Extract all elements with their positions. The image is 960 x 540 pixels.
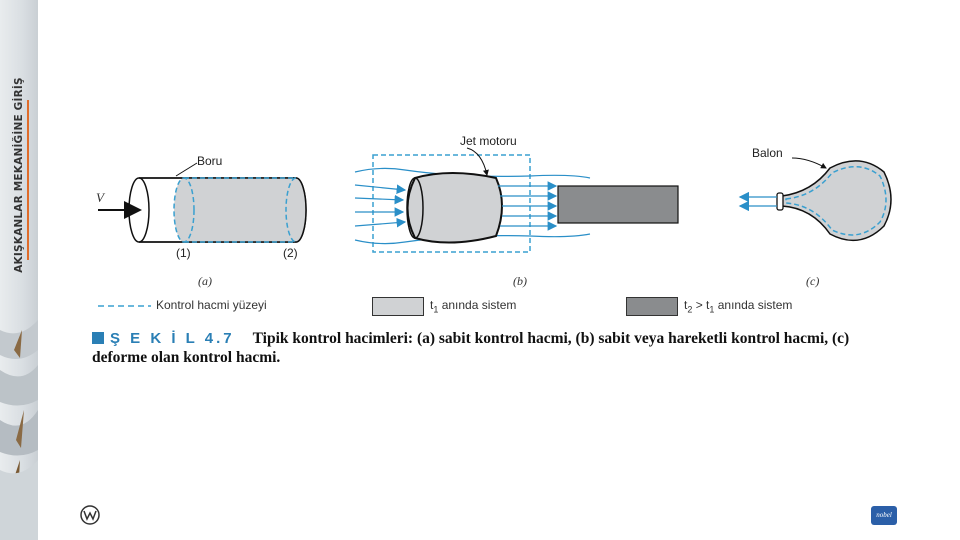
pipe-leader-line (175, 162, 198, 177)
sub-label-b: (b) (513, 274, 527, 288)
legend-system-t1-text: t1 anında sistem (430, 298, 516, 314)
balloon-diagram (738, 157, 892, 242)
sub-label-c: (c) (806, 274, 820, 288)
wiley-logo-icon (80, 505, 100, 525)
legend-t2-mid: > t (692, 298, 710, 312)
legend-t1-t: t (430, 298, 434, 312)
control-surface-section-2 (285, 177, 297, 243)
velocity-label: V (96, 190, 104, 205)
section-1-label: (1) (176, 246, 191, 260)
legend-t1-rest: anında sistem (438, 298, 517, 312)
system-t1-region (174, 178, 306, 242)
sidebar-decoration-icon (0, 320, 38, 540)
balloon-control-surface (785, 166, 887, 236)
jet-engine-diagram (354, 147, 679, 253)
legend-system-t2-text: t2 > t1 anında sistem (684, 298, 792, 314)
legend-system-t2-swatch (626, 297, 678, 316)
caption-line-2: deforme olan kontrol hacmi. (92, 349, 281, 366)
legend-system-t1-swatch (372, 297, 424, 316)
legend-control-surface-text: Kontrol hacmi yüzeyi (156, 298, 267, 312)
legend-t2-rest: anında sistem (714, 298, 793, 312)
control-volume-box (372, 154, 531, 253)
legend-t2-t: t (684, 298, 688, 312)
balloon-leader-line (791, 157, 827, 169)
balloon-body (781, 160, 892, 242)
figure-caption: Ş E K İ L 4.7 Tipik kontrol hacimleri: (a… (92, 329, 922, 367)
pipe-label: Boru (197, 154, 223, 168)
system-t2-region (557, 185, 679, 224)
balloon-label: Balon (752, 146, 783, 160)
engine-body (406, 172, 503, 244)
jet-engine-label: Jet motoru (460, 134, 517, 148)
balloon-neck (776, 192, 784, 211)
pipe-diagram (98, 162, 307, 243)
caption-square-icon (92, 332, 104, 344)
engine-inlet (406, 177, 424, 239)
section-2-label: (2) (283, 246, 298, 260)
sub-label-a: (a) (198, 274, 212, 288)
figure-id: Ş E K İ L 4.7 (110, 330, 235, 347)
engine-leader-line (466, 147, 489, 176)
caption-line-1: Tipik kontrol hacimleri: (a) sabit kontr… (252, 330, 850, 347)
sidebar-accent-rule (27, 100, 29, 260)
legend-t2-sub1: 1 (709, 304, 715, 315)
nobel-logo: nobel (871, 506, 897, 525)
sidebar: AKIŞKANLAR MEKANİĞİNE GİRİŞ (0, 0, 38, 540)
legend-t1-sub: 1 (433, 304, 439, 315)
legend-t2-sub2: 2 (687, 304, 693, 315)
